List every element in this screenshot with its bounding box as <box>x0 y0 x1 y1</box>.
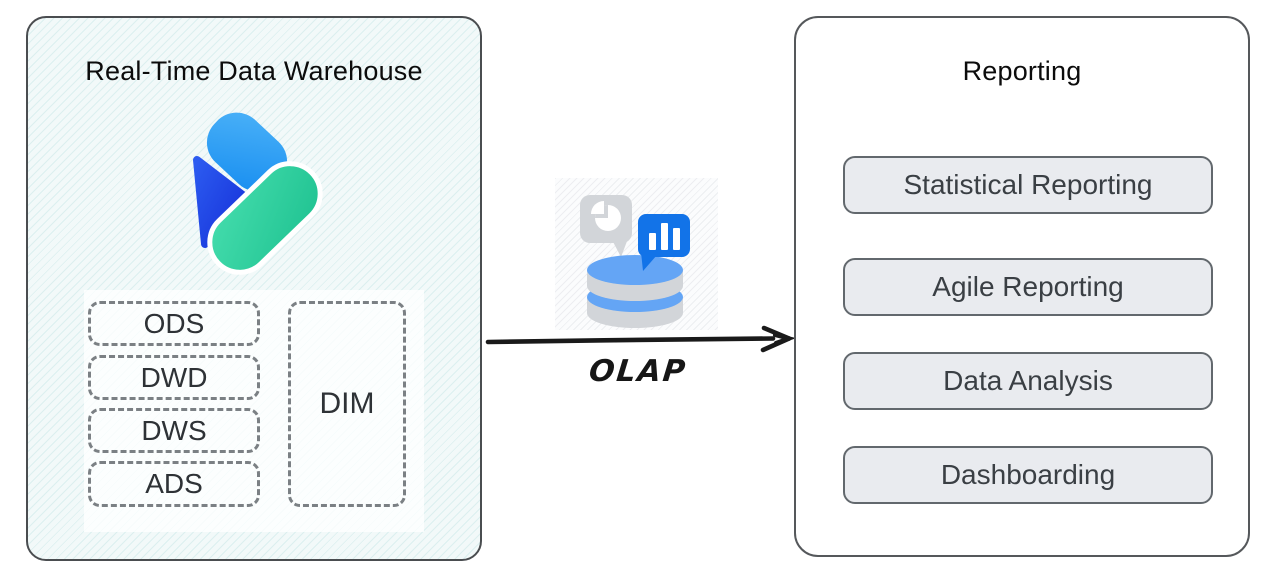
layer-box-dim: DIM <box>288 301 406 507</box>
report-box-label: Agile Reporting <box>932 271 1124 302</box>
report-box-statistical-reporting: Statistical Reporting <box>843 156 1213 214</box>
layer-label: DIM <box>319 387 375 420</box>
olap-database-analytics-icon <box>580 195 690 328</box>
layer-label: DWS <box>141 414 207 446</box>
realtime-warehouse-panel: Real-Time Data Warehouse ODS DWD <box>26 16 482 561</box>
olap-flow-arrow <box>485 325 797 353</box>
report-box-label: Dashboarding <box>940 459 1116 490</box>
data-warehouse-logo-icon <box>193 112 323 275</box>
database-cylinder-icon <box>587 255 683 328</box>
bar-chart-bubble-icon <box>638 214 690 271</box>
olap-icon-card <box>555 178 718 330</box>
reporting-panel: Reporting Statistical Reporting Agile Re… <box>794 16 1250 557</box>
report-box-label: Statistical Reporting <box>903 169 1153 200</box>
report-box-dashboarding: Dashboarding <box>843 446 1213 504</box>
layer-box-dws: DWS <box>88 408 260 453</box>
report-box-data-analysis: Data Analysis <box>843 352 1213 410</box>
layer-box-dwd: DWD <box>88 355 260 400</box>
report-box-agile-reporting: Agile Reporting <box>843 258 1213 316</box>
olap-label: OLAP <box>587 354 689 389</box>
layer-label: ODS <box>143 307 205 339</box>
warehouse-panel-title: Real-Time Data Warehouse <box>85 56 423 86</box>
layer-box-ads: ADS <box>88 461 260 507</box>
layer-label: DWD <box>140 361 208 393</box>
report-box-label: Data Analysis <box>943 365 1113 396</box>
reporting-panel-title: Reporting <box>962 56 1082 86</box>
layer-box-ods: ODS <box>88 301 260 346</box>
pie-chart-bubble-icon <box>580 195 632 257</box>
layer-label: ADS <box>145 468 203 499</box>
